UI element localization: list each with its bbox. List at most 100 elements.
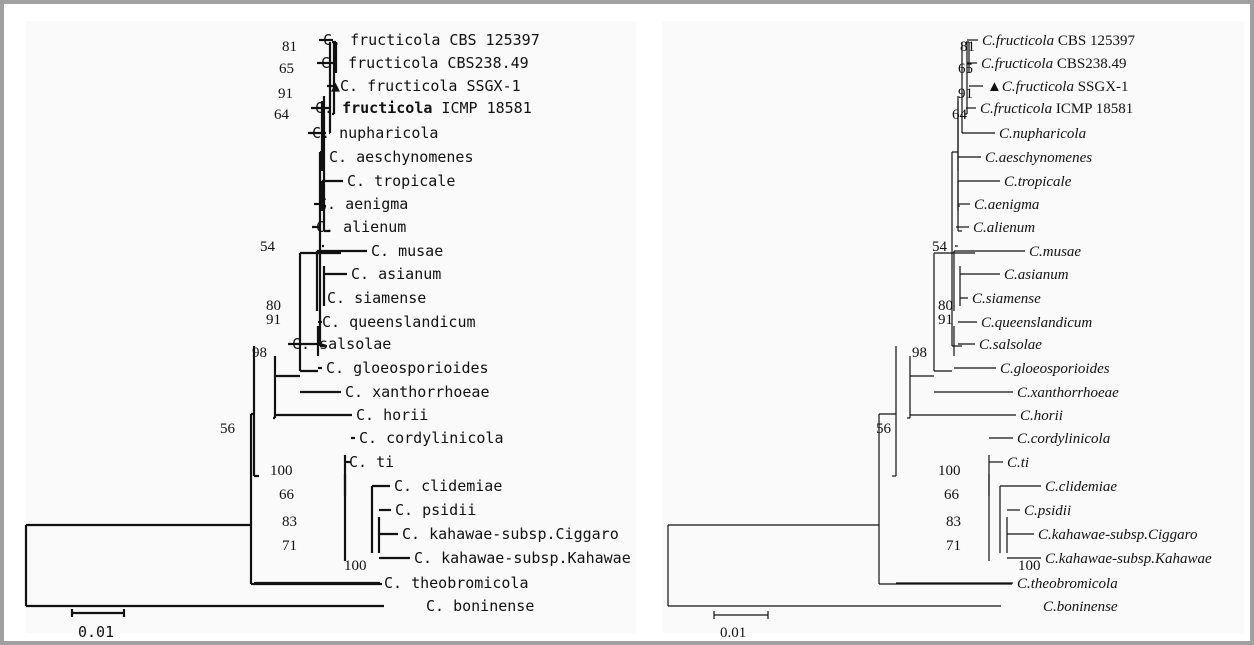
leaf-label: C.horii xyxy=(1020,408,1063,424)
leaf-label: C.clidemiae xyxy=(1045,479,1117,495)
leaf-genus: C. xyxy=(1045,479,1059,495)
leaf-species: boninense xyxy=(1057,599,1118,615)
leaf-genus: C. xyxy=(1007,455,1021,471)
leaf-label: C.cordylinicola xyxy=(1017,431,1110,447)
leaf-label: C. fructicola ICMP 18581 xyxy=(315,99,532,117)
bootstrap-value: 81 xyxy=(282,39,297,55)
leaf-label: C.queenslandicum xyxy=(981,315,1092,331)
leaf-genus: C. xyxy=(315,99,342,117)
bootstrap-value: 83 xyxy=(282,514,297,530)
leaf-label: C. aenigma xyxy=(318,195,408,213)
leaf-label: ▲C. fructicola SSGX-1 xyxy=(331,77,521,95)
leaf-species: salsolae xyxy=(993,337,1043,353)
leaf-label: C.boninense xyxy=(1043,599,1118,615)
leaf-label: C.xanthorrhoeae xyxy=(1017,385,1119,401)
leaf-genus: C. xyxy=(340,77,367,95)
leaf-species: kahawae-subsp.Kahawae xyxy=(1059,551,1212,567)
scale-bar-label: 0.01 xyxy=(78,623,114,641)
leaf-strain: CBS238.49 xyxy=(1053,56,1126,72)
leaf-genus: C. xyxy=(1017,431,1031,447)
leaf-genus: C. xyxy=(1002,79,1016,95)
leaf-label: C.nupharicola xyxy=(999,126,1086,142)
leaf-species: theobromicola xyxy=(1031,576,1118,592)
leaf-species: aeschynomenes xyxy=(999,150,1092,166)
leaf-species: asianum xyxy=(1018,267,1069,283)
leaf-genus: C. xyxy=(384,574,411,592)
leaf-genus: C. xyxy=(345,383,372,401)
leaf-species: gloeosporioides xyxy=(1014,361,1110,377)
leaf-label: C. salsolae xyxy=(292,335,391,353)
leaf-genus: C. xyxy=(979,337,993,353)
leaf-genus: C. xyxy=(1004,174,1018,190)
leaf-species: xanthorrhoeae xyxy=(372,383,489,401)
leaf-label: C.ti xyxy=(1007,455,1029,471)
bootstrap-value: 91 xyxy=(278,86,293,102)
bootstrap-value: 80 xyxy=(938,298,953,314)
leaf-genus: C. xyxy=(1020,408,1034,424)
leaf-species: kahawae-subsp.Ciggaro xyxy=(1052,527,1198,543)
leaf-label: C. queenslandicum xyxy=(322,313,476,331)
bootstrap-value: 91 xyxy=(958,86,973,102)
leaf-genus: C. xyxy=(312,124,339,142)
leaf-genus: C. xyxy=(1045,551,1059,567)
leaf-genus: C. xyxy=(349,453,376,471)
leaf-genus: C. xyxy=(347,172,374,190)
leaf-genus: C. xyxy=(1017,385,1031,401)
leaf-label: C. gloeosporioides xyxy=(326,359,489,377)
bootstrap-value: 65 xyxy=(958,61,973,77)
leaf-species: cordylinicola xyxy=(1031,431,1110,447)
bootstrap-value: 100 xyxy=(270,463,293,479)
leaf-species: fructicola xyxy=(995,56,1053,72)
bootstrap-value: 100 xyxy=(344,558,367,574)
leaf-label: C.aenigma xyxy=(974,197,1039,213)
bootstrap-value: 80 xyxy=(266,298,281,314)
leaf-species: fructicola xyxy=(348,54,438,72)
leaf-species: fructicola xyxy=(996,33,1054,49)
leaf-genus: C. xyxy=(1024,503,1038,519)
leaf-species: fructicola xyxy=(1016,79,1074,95)
leaf-label: C. siamense xyxy=(327,289,426,307)
leaf-species: clidemiae xyxy=(421,477,502,495)
leaf-label: C.psidii xyxy=(1024,503,1071,519)
leaf-genus: C. xyxy=(292,335,319,353)
leaf-species: gloeosporioides xyxy=(353,359,488,377)
leaf-species: ti xyxy=(1021,455,1029,471)
leaf-species: aenigma xyxy=(988,197,1040,213)
leaf-label: C.musae xyxy=(1029,244,1081,260)
leaf-strain: ICMP 18581 xyxy=(1052,101,1133,117)
leaf-genus: C. xyxy=(395,501,422,519)
leaf-genus: C. xyxy=(1004,267,1018,283)
leaf-label: C. musae xyxy=(371,242,443,260)
leaf-genus: C. xyxy=(323,31,350,49)
leaf-label: C. kahawae-subsp.Ciggaro xyxy=(402,525,619,543)
leaf-label: C.siamense xyxy=(972,291,1041,307)
bootstrap-value: 71 xyxy=(282,538,297,554)
leaf-genus: C. xyxy=(371,242,398,260)
leaf-label: C. tropicale xyxy=(347,172,455,190)
leaf-genus: C. xyxy=(351,265,378,283)
leaf-genus: C. xyxy=(1000,361,1014,377)
leaf-label: C.alienum xyxy=(973,220,1035,236)
bootstrap-value: 64 xyxy=(952,107,968,123)
leaf-genus: C. xyxy=(318,195,345,213)
bootstrap-value: 83 xyxy=(946,514,961,530)
bootstrap-value: 66 xyxy=(944,487,960,503)
leaf-species: queenslandicum xyxy=(995,315,1093,331)
leaf-species: nupharicola xyxy=(339,124,438,142)
leaf-label: C. psidii xyxy=(395,501,476,519)
leaf-genus: C. xyxy=(982,33,996,49)
leaf-species: fructicola xyxy=(367,77,457,95)
leaf-genus: C. xyxy=(394,477,421,495)
leaf-genus: C. xyxy=(414,549,441,567)
triangle-icon: ▲ xyxy=(987,79,1002,95)
leaf-species: nupharicola xyxy=(1013,126,1086,142)
leaf-genus: C. xyxy=(359,429,386,447)
leaf-species: aenigma xyxy=(345,195,408,213)
leaf-label: C. ti xyxy=(349,453,394,471)
leaf-species: theobromicola xyxy=(411,574,528,592)
leaf-species: tropicale xyxy=(1018,174,1072,190)
